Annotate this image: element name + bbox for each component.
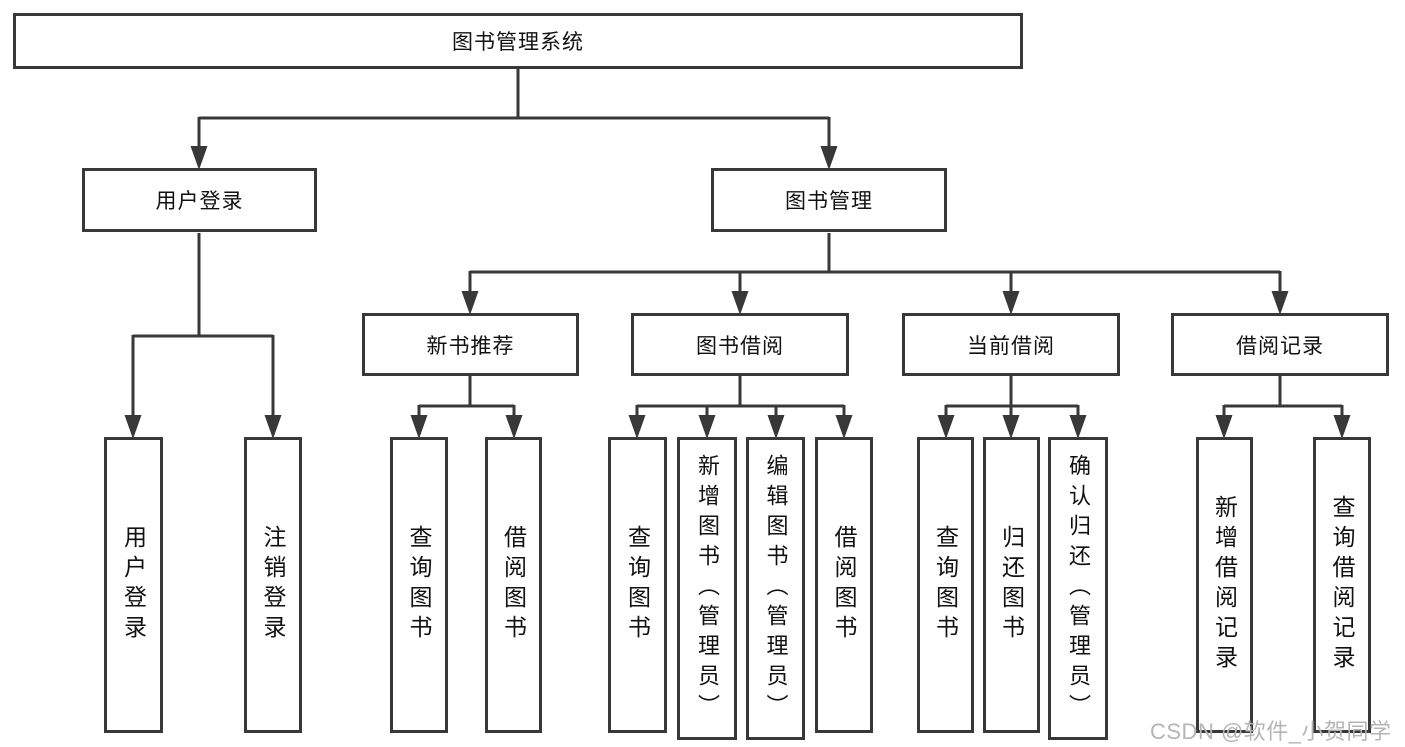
leaf-logout-label: 注销登录 [260, 525, 286, 645]
node-current-borrowing: 当前借阅 [902, 313, 1120, 376]
leaf-current-return-books: 归还图书 [983, 437, 1040, 733]
leaf-current-return-books-label: 归还图书 [998, 525, 1025, 645]
leaf-borrowing-edit-books-admin-label: 编辑图书（管理员） [763, 453, 789, 724]
leaf-current-query-books: 查询图书 [917, 437, 974, 733]
leaf-borrowing-query-books: 查询图书 [608, 437, 667, 733]
leaf-records-add-record: 新增借阅记录 [1196, 437, 1253, 733]
node-new-book-recommend-label: 新书推荐 [426, 334, 515, 358]
leaf-recommend-query-books: 查询图书 [390, 437, 448, 733]
edge-records-bus [1222, 376, 1344, 419]
node-user-login-label: 用户登录 [155, 190, 244, 213]
leaf-recommend-query-books-label: 查询图书 [406, 525, 432, 645]
node-user-login: 用户登录 [82, 168, 317, 232]
arrowheads [124, 146, 1351, 439]
leaf-borrowing-add-books-admin: 新增图书（管理员） [677, 437, 737, 740]
node-new-book-recommend: 新书推荐 [362, 313, 579, 376]
leaf-current-confirm-return-admin: 确认归还（管理员） [1048, 437, 1108, 740]
leaf-user-login-label: 用户登录 [120, 525, 147, 645]
leaf-logout: 注销登录 [244, 437, 302, 733]
leaf-user-login: 用户登录 [104, 437, 163, 733]
edge-userlogin-bus [131, 233, 275, 418]
node-book-borrowing: 图书借阅 [631, 313, 849, 376]
node-borrowing-records: 借阅记录 [1171, 313, 1389, 376]
edge-root-bus [197, 69, 831, 150]
leaf-recommend-borrow-books: 借阅图书 [485, 437, 542, 733]
leaf-records-query-record: 查询借阅记录 [1313, 437, 1371, 733]
edge-current-bus [944, 376, 1080, 419]
edge-borrowing-bus [635, 376, 846, 419]
leaf-records-add-record-label: 新增借阅记录 [1211, 495, 1238, 675]
leaf-current-query-books-label: 查询图书 [932, 525, 959, 645]
leaf-borrowing-query-books-label: 查询图书 [624, 525, 651, 645]
leaf-borrowing-add-books-admin-label: 新增图书（管理员） [695, 453, 720, 724]
node-book-borrowing-label: 图书借阅 [696, 334, 784, 358]
leaf-borrowing-edit-books-admin: 编辑图书（管理员） [746, 437, 805, 740]
node-book-management: 图书管理 [711, 168, 947, 232]
leaf-current-confirm-return-admin-label: 确认归还（管理员） [1066, 453, 1091, 724]
node-root: 图书管理系统 [13, 13, 1023, 69]
node-root-label: 图书管理系统 [452, 31, 584, 54]
leaf-recommend-borrow-books-label: 借阅图书 [500, 525, 527, 645]
csdn-watermark: CSDN @软件_小贺同学 [1150, 719, 1392, 744]
leaf-borrowing-borrow-books: 借阅图书 [815, 437, 873, 733]
node-current-borrowing-label: 当前借阅 [967, 334, 1055, 358]
node-book-management-label: 图书管理 [785, 190, 873, 213]
node-borrowing-records-label: 借阅记录 [1236, 334, 1324, 358]
leaf-borrowing-borrow-books-label: 借阅图书 [831, 525, 857, 645]
leaf-records-query-record-label: 查询借阅记录 [1329, 495, 1355, 675]
edge-recommend-bus [417, 376, 516, 419]
edge-bookmgmt-bus [468, 233, 1282, 295]
